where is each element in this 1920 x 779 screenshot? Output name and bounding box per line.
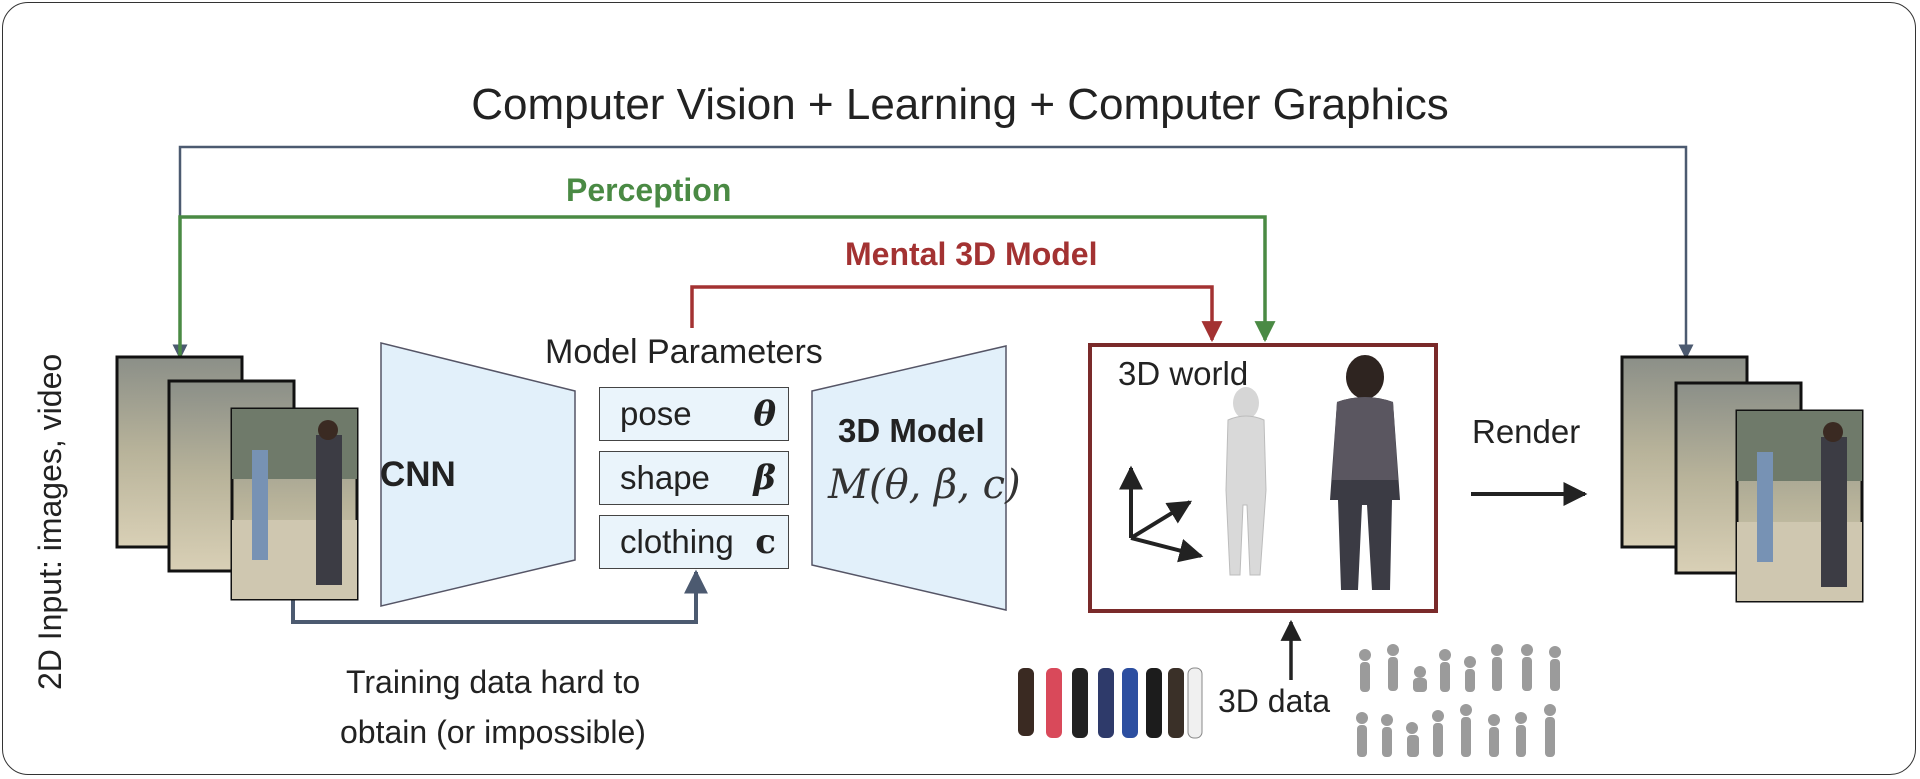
body-model-figure [1225, 387, 1267, 576]
param-clothing-label: clothing [620, 523, 734, 560]
diagram-title: Computer Vision + Learning + Computer Gr… [471, 80, 1449, 129]
data3d-label: 3D data [1218, 683, 1331, 719]
model-3d-title: 3D Model [838, 412, 985, 449]
world-label: 3D world [1118, 355, 1249, 392]
perception-label: Perception [566, 172, 732, 208]
axes-icon [1119, 465, 1204, 563]
cnn-block [380, 342, 576, 607]
param-pose-symbol: θ [753, 394, 776, 434]
param-pose-label: pose [620, 395, 692, 432]
input-label: 2D Input: images, video [32, 353, 68, 690]
mental-model-arrow [690, 285, 1223, 343]
scanned-people-group [1018, 667, 1203, 739]
model-parameters-title: Model Parameters [545, 333, 823, 371]
render-label: Render [1472, 413, 1581, 450]
training-label-line1: Training data hard to [346, 664, 641, 700]
training-label-line2: obtain (or impossible) [340, 714, 646, 750]
param-clothing-symbol: c [755, 522, 776, 562]
param-pose: pose θ [599, 387, 789, 441]
cnn-label: CNN [380, 455, 456, 494]
body-scans-group [1356, 644, 1561, 757]
model-3d-block [811, 345, 1007, 611]
clothed-person-figure [1330, 355, 1400, 590]
mental-model-label: Mental 3D Model [845, 236, 1098, 272]
model-3d-formula: M(θ, β, c) [828, 462, 1021, 508]
training-data-arrow [291, 569, 708, 624]
rendered-frames [1620, 355, 1864, 603]
param-shape: shape β [599, 451, 789, 505]
param-shape-symbol: β [753, 458, 776, 498]
param-shape-label: shape [620, 459, 710, 496]
input-frames [115, 355, 359, 601]
param-clothing: clothing c [599, 515, 789, 569]
perception-arrow [178, 215, 1276, 360]
